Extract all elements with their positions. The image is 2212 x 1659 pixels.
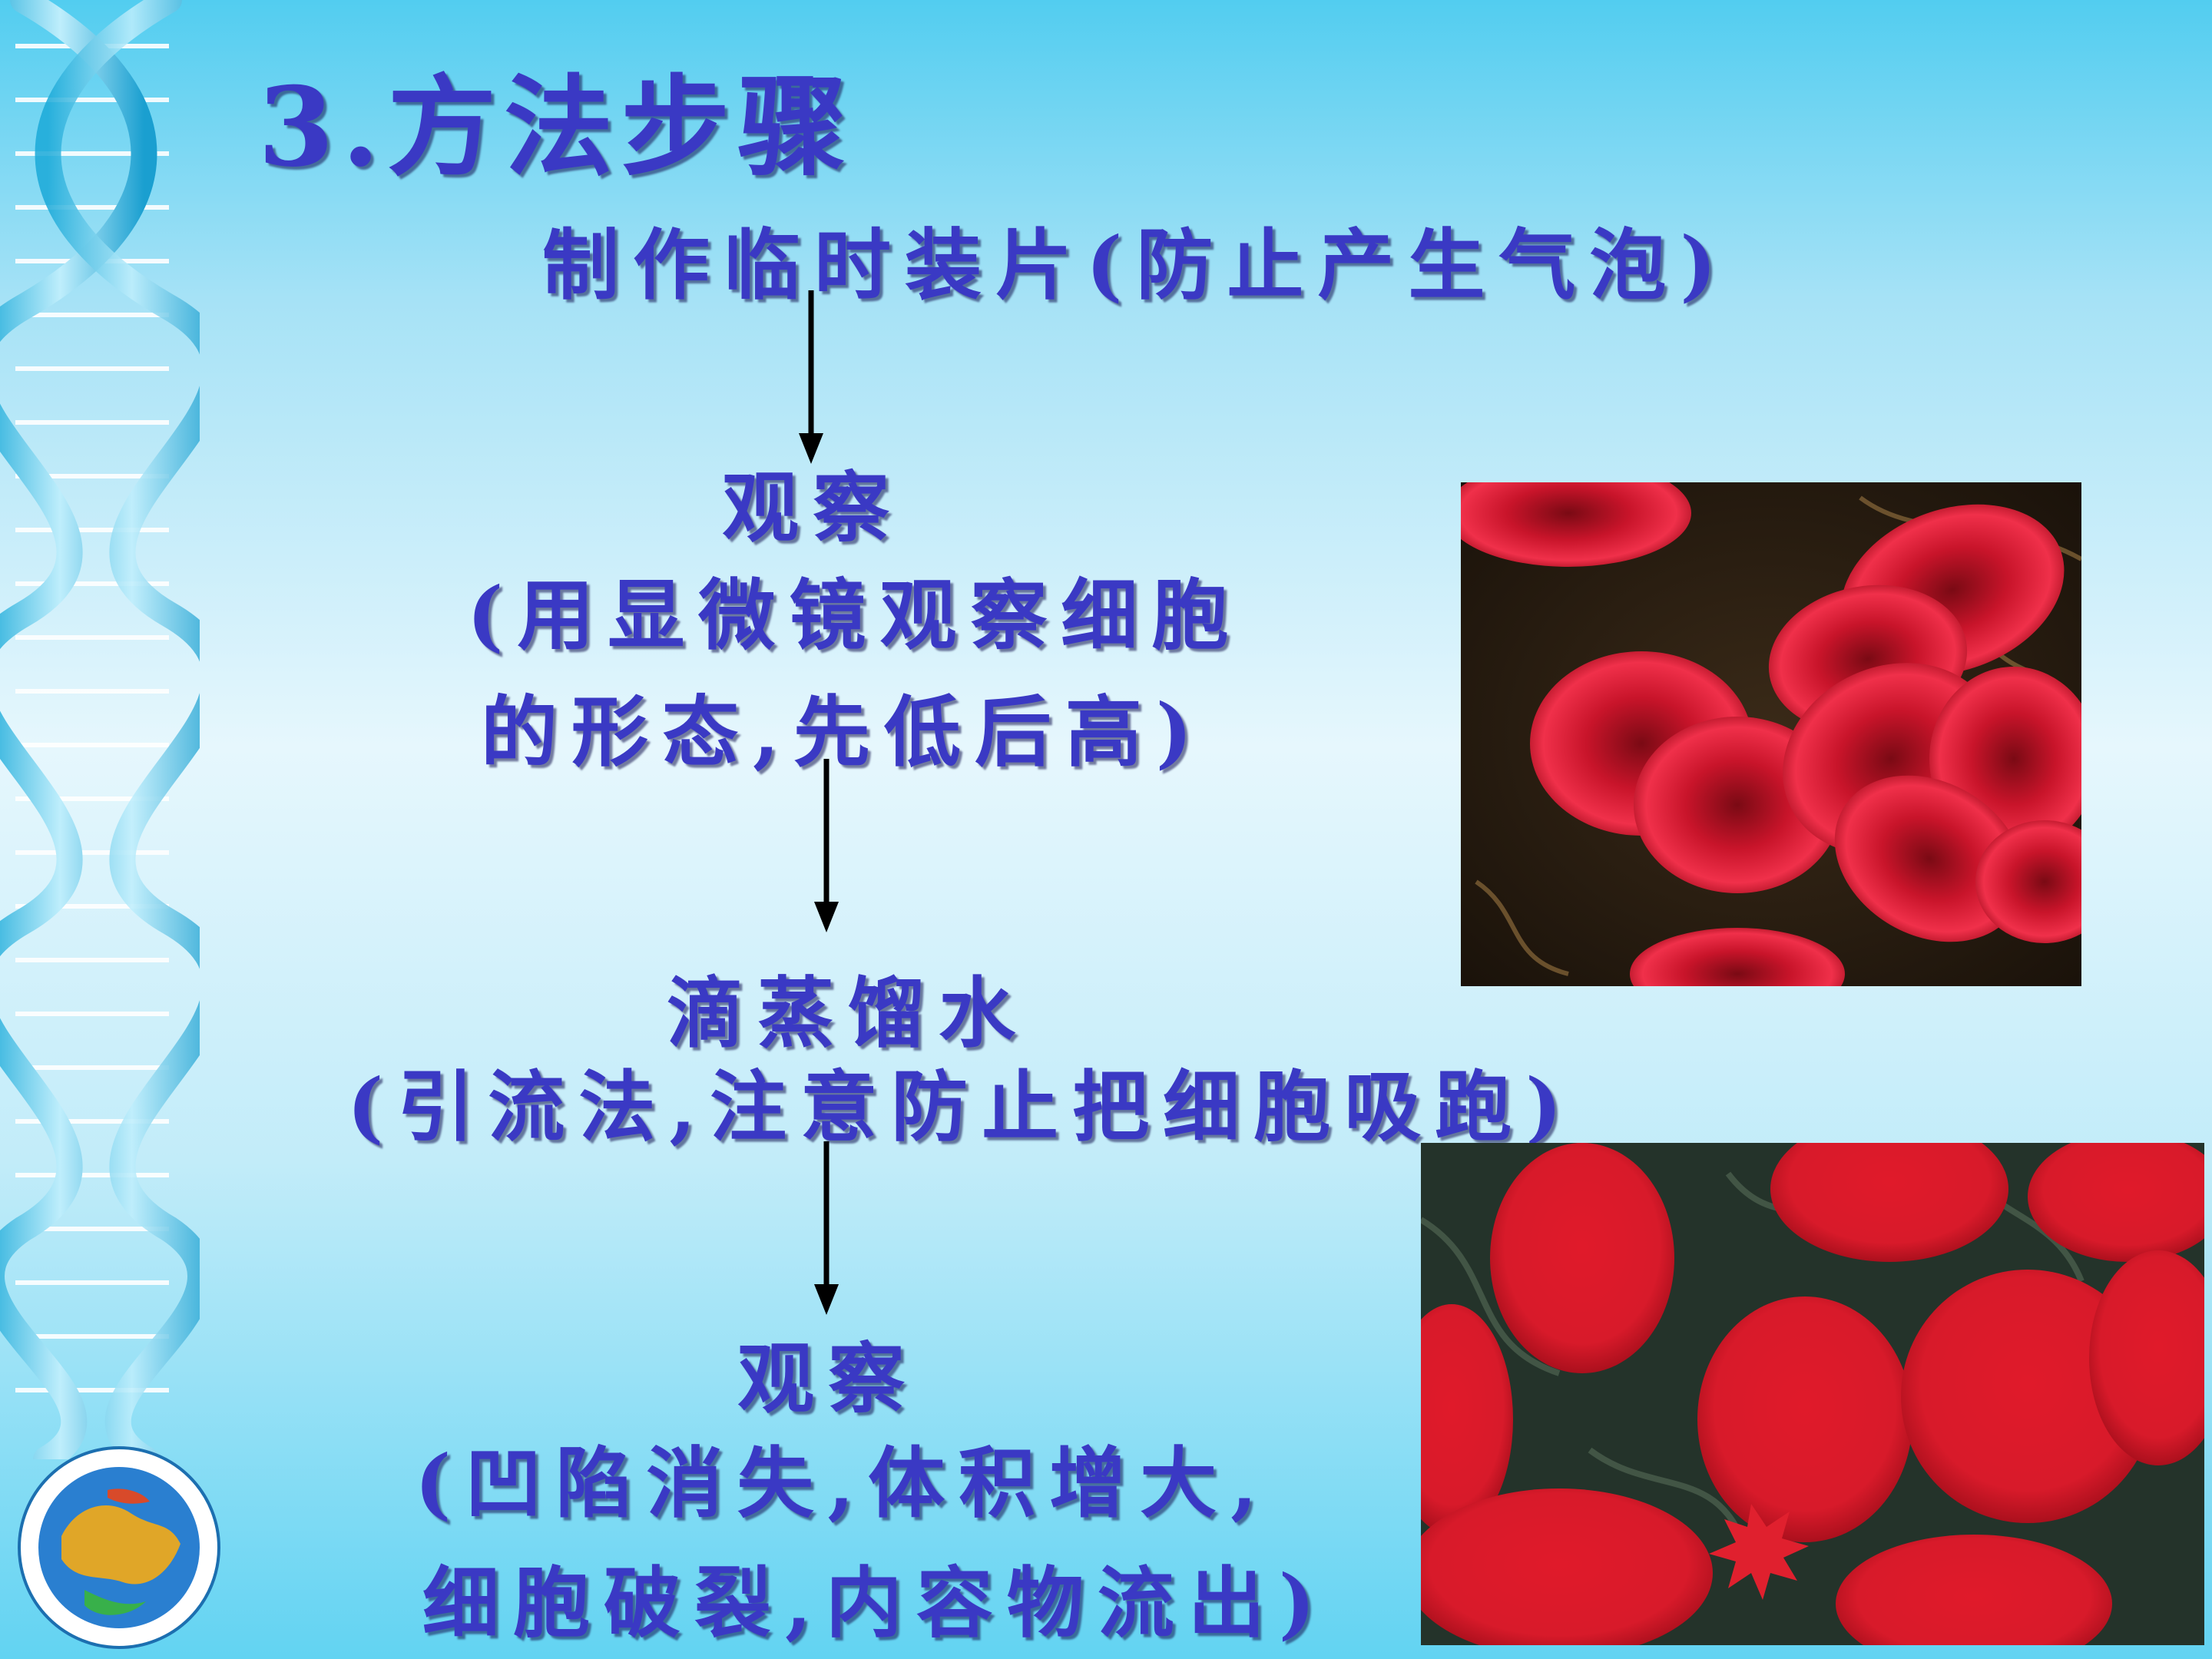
- step-3-heading: 滴蒸馏水: [667, 968, 1029, 1058]
- globe-logo-icon: [18, 1446, 220, 1649]
- step-2-detail-1: (用显微镜观察细胞: [467, 570, 1243, 661]
- step-2-detail-2: 的形态,先低后高): [481, 687, 1207, 777]
- red-blood-cells-photo: [1461, 482, 2081, 986]
- arrow-down-icon: [799, 290, 823, 464]
- swollen-blood-cells-photo: [1421, 1143, 2204, 1645]
- slide-title: 3.方法步骤: [258, 64, 855, 191]
- step-2-heading: 观察: [722, 462, 903, 553]
- dna-helix-icon: [0, 0, 200, 1459]
- step-3-detail: (引流法,注意防止把细胞吸跑): [347, 1061, 1576, 1152]
- step-1-text: 制作临时装片(防止产生气泡): [542, 220, 1730, 310]
- arrow-down-icon: [814, 1141, 839, 1315]
- arrow-down-icon: [814, 759, 839, 932]
- step-4-heading: 观察: [737, 1333, 919, 1424]
- step-4-detail-1: (凹陷消失,体积增大,: [415, 1438, 1271, 1528]
- step-4-detail-2: 细胞破裂,内容物流出): [422, 1558, 1330, 1648]
